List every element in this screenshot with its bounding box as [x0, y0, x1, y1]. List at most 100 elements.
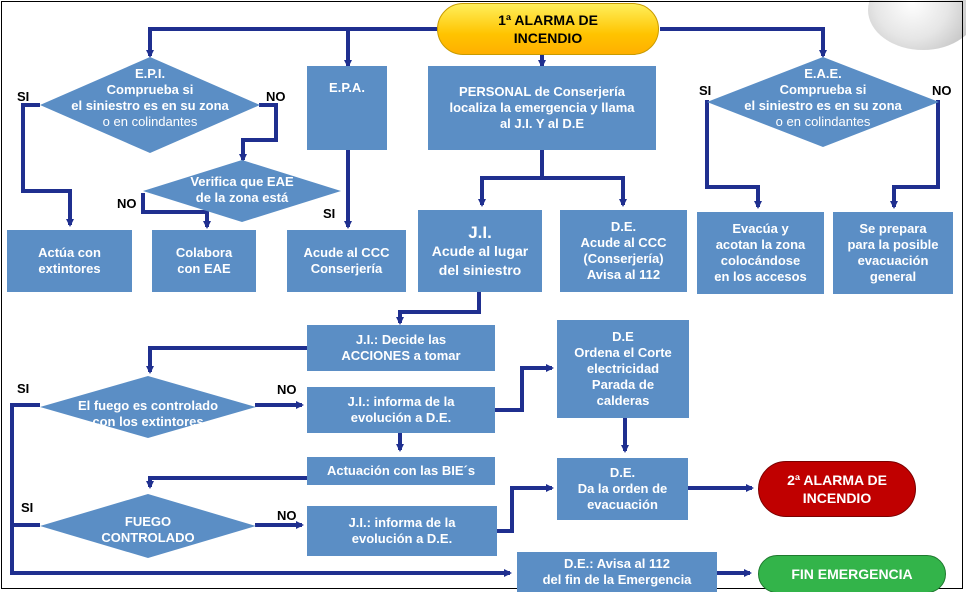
acude-ccc-box: Acude al CCC Conserjería [287, 230, 406, 292]
verifica-line2: de la zona está [195, 190, 289, 205]
informa2-line1: J.I.: informa de la [348, 515, 456, 530]
verifica-diamond [143, 160, 341, 222]
epi-no-label: NO [266, 89, 286, 104]
second-alarm-node: 2ª ALARMA DE INCENDIO [758, 461, 916, 517]
informa2-box: J.I.: informa de la evolución a D.E. [307, 506, 497, 556]
second-alarm-line2: INCENDIO [802, 490, 872, 506]
fuego2-line1: FUEGO [124, 514, 172, 529]
epi-decision-diamond [40, 57, 260, 153]
eae-line3: el siniestro es en su zona [744, 98, 902, 113]
decide-line1: J.I.: Decide las [355, 332, 447, 347]
evacua-box: Evacúa y acotan la zona colocándose en l… [697, 212, 824, 294]
end-label: FIN EMERGENCIA [791, 566, 913, 582]
eae-decision-diamond [707, 57, 939, 147]
fuego2-no-label: NO [277, 508, 297, 523]
de-line4: Avisa al 112 [586, 267, 661, 282]
avisa-fin-line2: del fin de la Emergencia [542, 572, 692, 587]
personal-box: PERSONAL de Conserjería localiza la emer… [428, 66, 656, 150]
avisa-fin-box: D.E.: Avisa al 112 del fin de la Emergen… [517, 552, 717, 592]
informa1-line2: evolución a D.E. [350, 410, 452, 425]
evacua-line2: acotan la zona [715, 237, 806, 252]
fuego1-no-label: NO [277, 382, 297, 397]
decide-box: J.I.: Decide las ACCIONES a tomar [307, 325, 495, 371]
colabora-line1: Colabora [175, 245, 233, 260]
first-alarm-line2: INCENDIO [513, 30, 583, 46]
prepara-line2: para la posible [847, 237, 939, 252]
bies-box: Actuación con las BIE´s [307, 457, 495, 485]
fuego-controlado-text: El fuego es controlado con los extintore… [40, 398, 256, 430]
evacua-line3: colocándose [720, 253, 801, 268]
evacuacion-box: D.E. Da la orden de evacuación [557, 458, 688, 520]
eae-si-label: SI [699, 83, 712, 98]
epa-box: E.P.A. [307, 66, 387, 150]
eae-line2: Comprueba si [779, 82, 867, 97]
verifica-line1: Verifica que EAE [190, 174, 294, 189]
fuego-controlado-line1: El fuego es controlado [77, 398, 219, 413]
de-line3: (Conserjería) [583, 251, 664, 266]
informa1-box: J.I.: informa de la evolución a D.E. [307, 387, 495, 433]
ji-title: J.I. [468, 222, 492, 242]
informa1-line1: J.I.: informa de la [347, 394, 455, 409]
de-line2: Acude al CCC [580, 235, 667, 250]
first-alarm-line1: 1ª ALARMA DE [498, 12, 598, 28]
verifica-no-label: NO [117, 196, 137, 211]
fuego2-text: FUEGO CONTROLADO [40, 514, 256, 546]
prepara-line1: Se prepara [859, 221, 927, 236]
eae-no-label: NO [932, 83, 952, 98]
end-node: FIN EMERGENCIA [758, 555, 946, 592]
fuego-controlado-line2: con los extintores [92, 414, 204, 429]
evacuacion-line1: D.E. [609, 465, 636, 480]
corte-line3: electricidad [586, 361, 660, 376]
corte-line2: Ordena el Corte [574, 345, 672, 360]
extintores-line2: extintores [38, 261, 101, 276]
epa-label: E.P.A. [329, 80, 365, 95]
fuego2-line2: CONTROLADO [101, 530, 195, 545]
epi-line2: Comprueba si [106, 82, 194, 97]
epi-title: E.P.I. [134, 66, 166, 81]
corte-line1: D.E [612, 329, 634, 344]
corte-box: D.E Ordena el Corte electricidad Parada … [557, 320, 689, 418]
epi-line4: o en colindantes [102, 114, 198, 129]
colabora-line2: con EAE [177, 261, 231, 276]
prepara-line4: general [869, 269, 917, 284]
acude-ccc-line2: Conserjería [310, 261, 383, 276]
epi-text: E.P.I. Comprueba si el siniestro es en s… [40, 66, 260, 130]
de-title: D.E. [610, 219, 637, 234]
acude-ccc-line1: Acude al CCC [303, 245, 390, 260]
evacuacion-line3: evacuación [587, 497, 658, 512]
decide-line2: ACCIONES a tomar [341, 348, 461, 363]
ji-box: J.I. Acude al lugar del siniestro [418, 210, 542, 292]
personal-line2: localiza la emergencia y llama [449, 100, 635, 115]
extintores-box: Actúa con extintores [7, 230, 132, 292]
verifica-text: Verifica que EAE de la zona está [143, 174, 341, 206]
personal-line3: al J.I. Y al D.E [499, 116, 585, 131]
colabora-box: Colabora con EAE [152, 230, 256, 292]
informa2-line2: evolución a D.E. [351, 531, 453, 546]
bies-label: Actuación con las BIE´s [326, 463, 476, 478]
verifica-si-label: SI [323, 206, 336, 221]
eae-title: E.A.E. [804, 66, 842, 81]
eae-text: E.A.E. Comprueba si el siniestro es en s… [707, 66, 939, 130]
corte-line4: Parada de [591, 377, 655, 392]
fuego2-diamond [40, 494, 256, 558]
prepara-line3: evacuación [857, 253, 929, 268]
prepara-box: Se prepara para la posible evacuación ge… [833, 212, 953, 294]
evacua-line4: en los accesos [714, 269, 807, 284]
ji-line2: Acude al lugar [431, 242, 529, 259]
de-box: D.E. Acude al CCC (Conserjería) Avisa al… [560, 210, 687, 292]
extintores-line1: Actúa con [38, 245, 101, 260]
corte-line5: calderas [596, 393, 650, 408]
epi-si-label: SI [17, 89, 30, 104]
evacua-line1: Evacúa y [732, 221, 789, 236]
fuego1-si-label: SI [17, 381, 30, 396]
evacuacion-line2: Da la orden de [577, 481, 668, 496]
first-alarm-node: 1ª ALARMA DE INCENDIO [437, 3, 659, 55]
fuego-controlado-diamond [40, 376, 256, 438]
ji-line3: del siniestro [438, 261, 522, 278]
avisa-fin-line1: D.E.: Avisa al 112 [564, 556, 670, 571]
eae-line4: o en colindantes [775, 114, 871, 129]
second-alarm-line1: 2ª ALARMA DE [787, 472, 887, 488]
